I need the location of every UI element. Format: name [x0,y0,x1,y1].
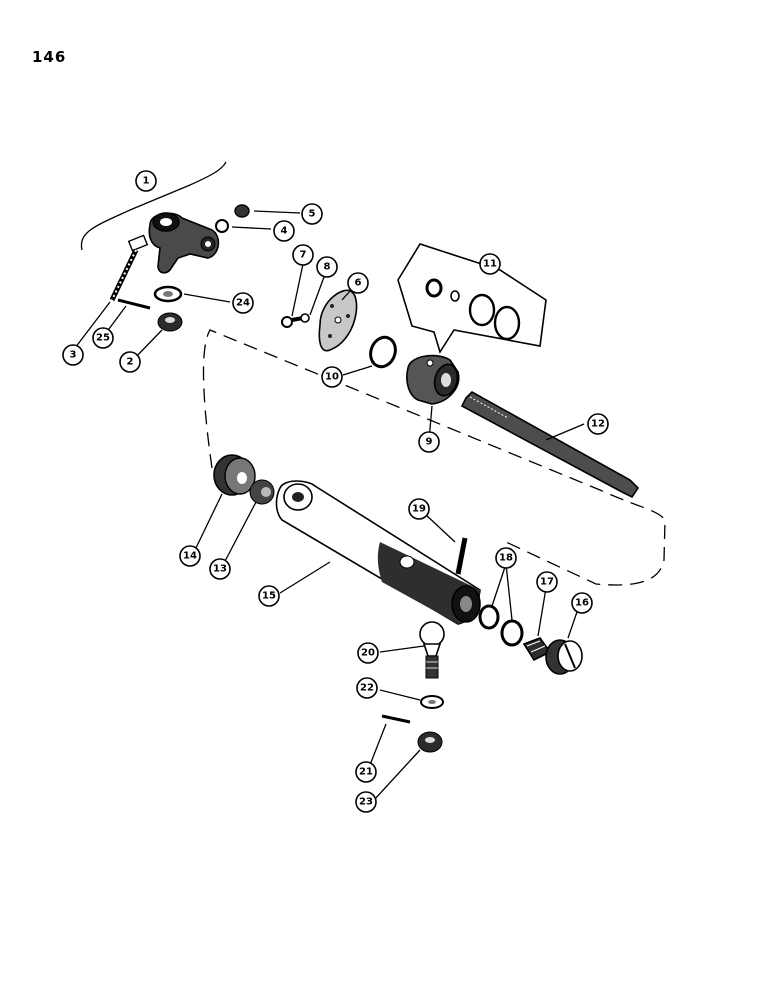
leader-5 [253,210,301,214]
callout-21-label: 21 [359,767,373,778]
alignment-dashed-line [202,329,666,586]
ring-part [215,219,229,233]
callout-23: 23 [355,791,377,813]
ball-stud-part [419,621,445,679]
callout-16: 16 [571,592,593,614]
callout-16-label: 16 [575,598,589,609]
leader-16 [567,608,579,639]
stud-castle-nut-part [417,731,443,753]
item-1-bracket [80,161,227,251]
leader-14 [193,493,223,553]
callout-11-label: 11 [483,259,497,270]
callout-18-label: 18 [499,553,513,564]
callout-15-label: 15 [262,591,276,602]
seal-kit-box [397,243,547,354]
callout-3: 3 [62,344,84,366]
callout-6: 6 [347,272,369,294]
callout-9: 9 [418,431,440,453]
leader-4 [231,226,272,230]
callout-3-label: 3 [70,350,77,361]
callout-17-label: 17 [540,577,554,588]
callout-6-label: 6 [355,278,362,289]
seat-part-a [478,604,500,630]
leader-7 [291,263,304,317]
callout-10: 10 [321,366,343,388]
callout-9-label: 9 [426,437,433,448]
callout-24: 24 [232,292,254,314]
callout-1: 1 [135,170,157,192]
callout-21: 21 [355,761,377,783]
plug-part [234,204,250,218]
seat-part-b [500,619,524,647]
callout-8: 8 [316,256,338,278]
leader-20 [379,645,425,653]
callout-8-label: 8 [324,262,331,273]
callout-20-label: 20 [361,648,375,659]
castle-nut-part [157,312,183,332]
leader-23 [373,749,421,801]
stud-cotter-pin-part [381,714,411,724]
lock-washer-part [300,313,310,323]
o-ring-part [369,335,397,369]
callout-4: 4 [273,220,295,242]
callout-4-label: 4 [281,226,288,237]
bolt-part [109,234,149,302]
leader-15 [279,561,331,594]
leader-6 [341,290,351,301]
piston-rod-part [460,391,640,499]
callout-12-label: 12 [591,419,605,430]
leader-24 [183,293,231,303]
callout-10-label: 10 [325,372,339,383]
callout-19: 19 [408,498,430,520]
callout-14-label: 14 [183,551,197,562]
callout-19-label: 19 [412,504,426,515]
callout-7-label: 7 [300,250,307,261]
cotter-pin-part [117,298,151,310]
leader-19 [424,513,456,543]
callout-13: 13 [209,558,231,580]
callout-17: 17 [536,571,558,593]
leader-18a [491,563,507,607]
callout-25-label: 25 [96,333,110,344]
callout-2: 2 [119,351,141,373]
hex-nut-part [249,479,275,505]
leader-13 [222,501,257,566]
gland-part [213,454,256,496]
cover-plate-part [318,289,358,352]
callout-1-label: 1 [143,176,150,187]
callout-22: 22 [356,677,378,699]
callout-23-label: 23 [359,797,373,808]
callout-7: 7 [292,244,314,266]
callout-24-label: 24 [236,298,250,309]
end-plug-part [545,639,583,675]
callout-5-label: 5 [309,209,316,220]
leader-21 [367,723,387,771]
callout-5: 5 [301,203,323,225]
callout-13-label: 13 [213,564,227,575]
callout-14: 14 [179,545,201,567]
leader-18b [505,563,513,621]
callout-2-label: 2 [127,357,134,368]
leader-8 [309,276,325,316]
callout-11: 11 [479,253,501,275]
callout-15: 15 [258,585,280,607]
callout-18: 18 [495,547,517,569]
leader-12 [545,423,585,441]
cylinder-cotter-pin-part [455,537,468,575]
leader-22 [379,689,421,701]
callout-20: 20 [357,642,379,664]
callout-25: 25 [92,327,114,349]
callout-22-label: 22 [360,683,374,694]
tie-rod-end-part [148,212,220,274]
piston-part [406,354,460,405]
page-number: 146 [32,48,67,66]
leader-3 [74,301,111,349]
callout-12: 12 [587,413,609,435]
screw-part [281,316,304,328]
cylinder-body-part [275,480,481,625]
leader-10 [342,365,373,376]
